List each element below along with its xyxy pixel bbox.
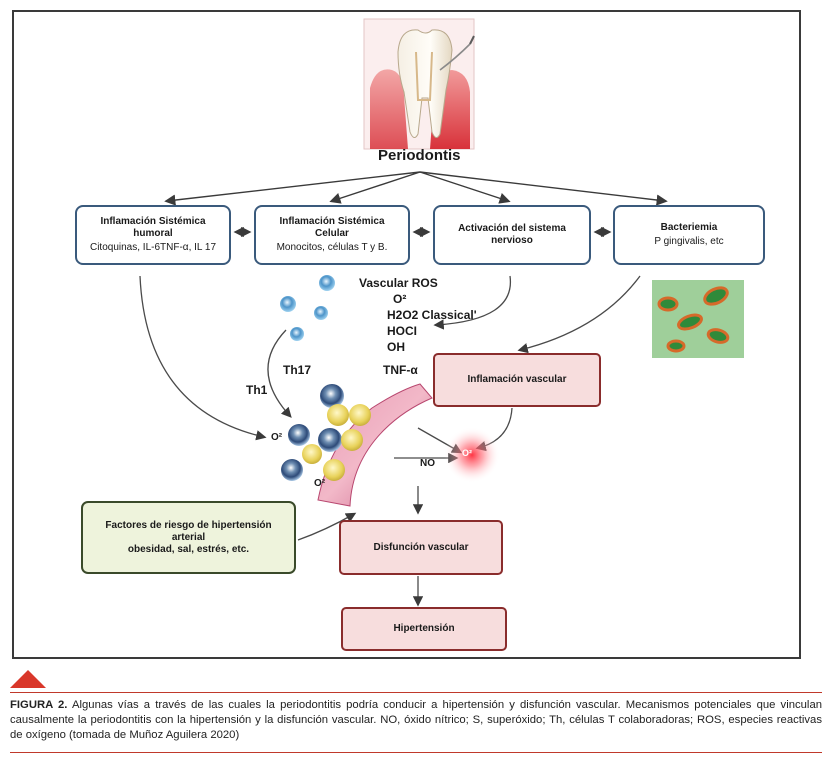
o2-burst-label: O² [462, 448, 472, 458]
ros-label-oh: OH [387, 340, 405, 354]
box-bacteremia-sub: P gingivalis, etc [654, 236, 724, 247]
caption-divider-top [10, 692, 822, 693]
vascular-dysfunction-title: Disfunción vascular [373, 541, 469, 553]
ros-label-hoci: HOCI [387, 324, 417, 338]
box-bacteremia: Bacteriemia P gingivalis, etc [613, 205, 765, 265]
bacteria-image [652, 280, 744, 358]
box-nervous-activation: Activación del sistema nervioso [433, 205, 591, 265]
risk-factors-title: Factores de riesgo de hipertensión arter… [105, 519, 272, 543]
box-cellular-inflammation: Inflamación Sistémica Celular Monocitos,… [254, 205, 410, 265]
immune-cells [280, 275, 371, 481]
no-label: NO [420, 458, 435, 469]
main-title: Periodontis [378, 147, 461, 164]
o2-label-left: O² [271, 432, 283, 443]
box-hypertension: Hipertensión [341, 607, 507, 651]
vascular-inflammation-title: Inflamación vascular [467, 374, 567, 385]
box-humoral-title: Inflamación Sistémica humoral [100, 216, 206, 239]
tooth-illustration [363, 18, 475, 150]
caption-triangle-icon [10, 670, 46, 688]
box-vascular-inflammation: Inflamación vascular [433, 353, 601, 407]
box-risk-factors: Factores de riesgo de hipertensión arter… [81, 501, 296, 574]
superoxide-burst [444, 427, 500, 483]
caption-divider-bottom [10, 752, 822, 753]
box-vascular-dysfunction: Disfunción vascular [339, 520, 503, 575]
o2-label-bottom: O² [314, 478, 326, 489]
risk-factors-sub: obesidad, sal, estrés, etc. [127, 543, 250, 555]
box-cellular-sub: Monocitos, células T y B. [276, 242, 388, 253]
ros-label-vascular: Vascular ROS [359, 276, 438, 290]
th17-label: Th17 [283, 363, 312, 377]
ros-label-h2o2: H2O2 Classical' [387, 308, 477, 322]
caption-label: FIGURA 2. [10, 699, 68, 711]
ros-label-o2: O² [393, 292, 407, 306]
box-cellular-title: Inflamación Sistémica Celular [279, 216, 385, 239]
box-humoral-inflammation: Inflamación Sistémica humoral Citoquinas… [75, 205, 231, 265]
hypertension-title: Hipertensión [393, 623, 455, 634]
box-bacteremia-title: Bacteriemia [660, 222, 718, 233]
box-humoral-sub: Citoquinas, IL-6TNF-α, IL 17 [89, 242, 216, 253]
ros-label-tnf: TNF-α [383, 363, 418, 377]
box-nervous-title: Activación del sistema nervioso [458, 223, 566, 246]
fan-arrows [164, 171, 668, 206]
figure-caption: FIGURA 2. Algunas vías a través de las c… [10, 698, 822, 743]
caption-text: Algunas vías a través de las cuales la p… [10, 699, 823, 741]
th1-label: Th1 [246, 383, 268, 397]
